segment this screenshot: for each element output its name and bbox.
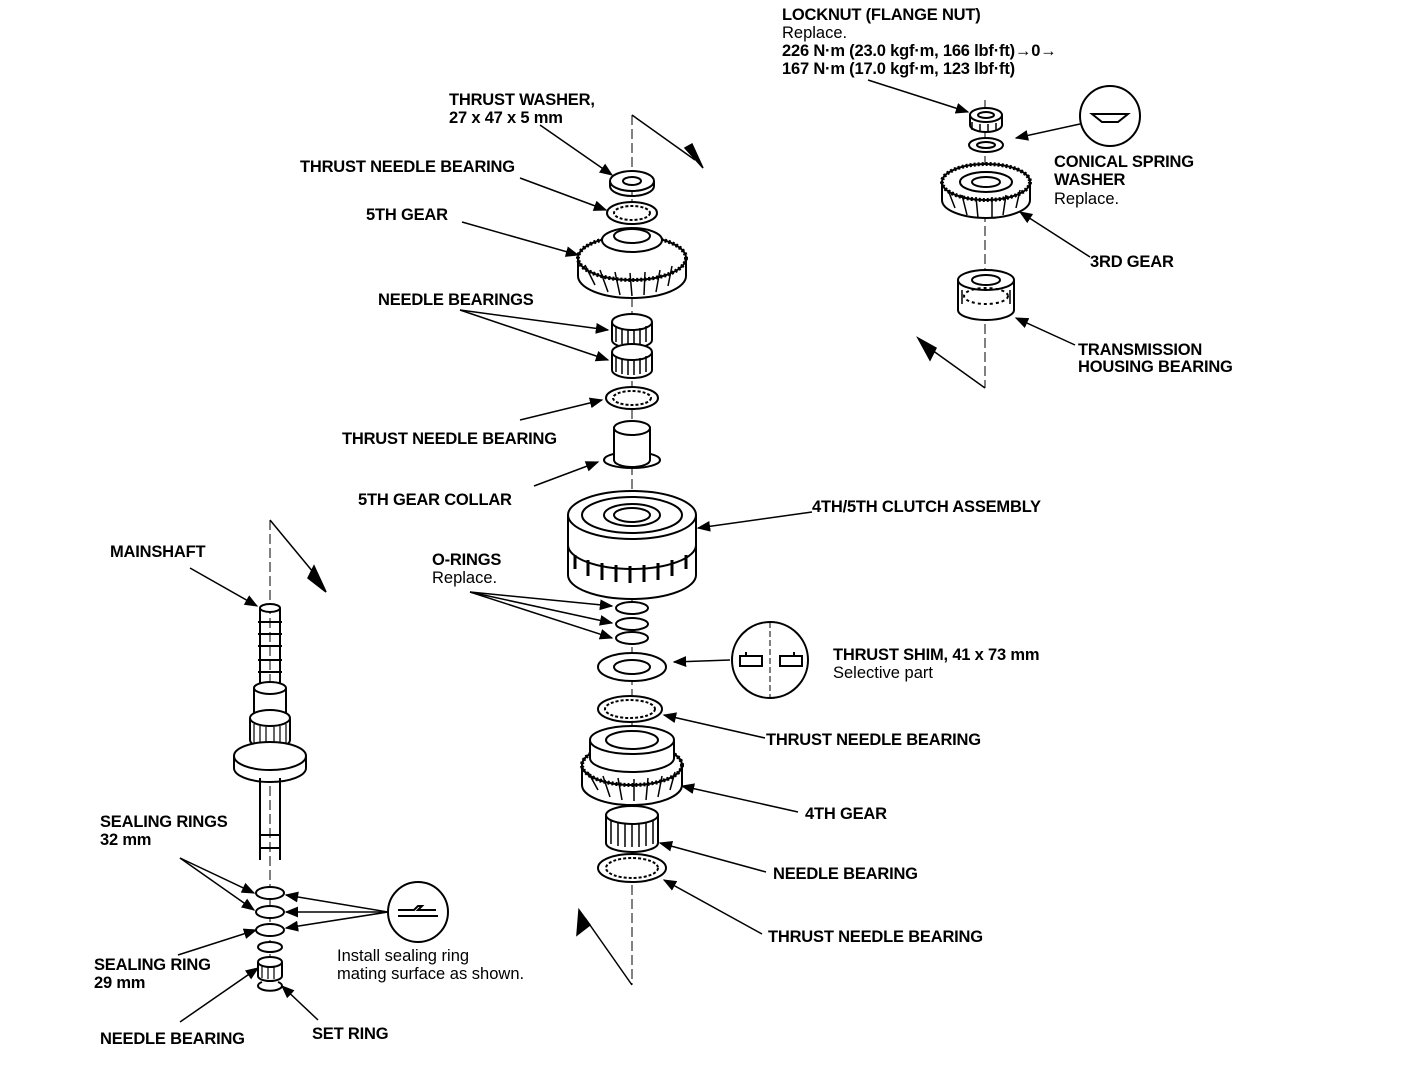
install-note-line-2: mating surface as shown. bbox=[337, 965, 525, 983]
clutch-assembly-part bbox=[567, 490, 697, 600]
fourth-gear-part bbox=[580, 725, 684, 806]
needle-bearings-part bbox=[611, 313, 653, 379]
locknut-note: Replace. bbox=[782, 24, 848, 42]
sealing-rings-label: SEALING RINGS bbox=[100, 813, 228, 831]
sealing-rings-size: 32 mm bbox=[100, 831, 152, 849]
mainshaft-label: MAINSHAFT bbox=[110, 543, 206, 561]
thrust-shim-part bbox=[597, 652, 667, 682]
thrust-needle-bearing-top-part bbox=[606, 201, 658, 225]
o-rings-label: O-RINGS bbox=[432, 551, 502, 569]
conical-spring-washer-label-1: CONICAL SPRING bbox=[1054, 153, 1194, 171]
thrust-washer-label: THRUST WASHER, bbox=[449, 91, 595, 109]
needle-bearing-left-label: NEEDLE BEARING bbox=[100, 1030, 245, 1048]
conical-spring-washer-part bbox=[968, 137, 1004, 153]
thrust-needle-bearing-mid-label: THRUST NEEDLE BEARING bbox=[342, 430, 557, 448]
locknut-torque-2: 167 N·m (17.0 kgf·m, 123 lbf·ft) bbox=[782, 60, 1015, 78]
thrust-needle-bearing-mid-part bbox=[605, 386, 659, 410]
third-gear-label: 3RD GEAR bbox=[1090, 253, 1174, 271]
needle-bearing-right-part bbox=[605, 805, 659, 853]
locknut-label: LOCKNUT (FLANGE NUT) bbox=[782, 6, 981, 24]
thrust-shim-label: THRUST SHIM, 41 x 73 mm bbox=[833, 646, 1040, 664]
locknut-part bbox=[969, 107, 1003, 133]
thrust-needle-bearing-lower-label: THRUST NEEDLE BEARING bbox=[766, 731, 981, 749]
fifth-gear-collar-part bbox=[603, 420, 661, 469]
needle-bearing-right-label: NEEDLE BEARING bbox=[773, 865, 918, 883]
install-note-line-1: Install sealing ring bbox=[337, 947, 470, 965]
center-direction-arrows bbox=[576, 114, 704, 986]
third-gear-part bbox=[940, 162, 1032, 219]
set-ring-label: SET RING bbox=[312, 1025, 389, 1043]
thrust-shim-inset bbox=[731, 621, 809, 699]
conical-spring-washer-label-2: WASHER bbox=[1054, 171, 1126, 189]
leader-arrows bbox=[177, 79, 1091, 1023]
center-assembly bbox=[567, 115, 697, 985]
thrust-needle-bearing-top-label: THRUST NEEDLE BEARING bbox=[300, 158, 515, 176]
transmission-housing-bearing-part bbox=[957, 269, 1015, 321]
fourth-gear-label: 4TH GEAR bbox=[805, 805, 887, 823]
thrust-needle-bearing-bottom-part bbox=[597, 853, 667, 883]
o-rings-part bbox=[615, 601, 649, 645]
transmission-housing-bearing-label-2: HOUSING BEARING bbox=[1078, 358, 1233, 376]
thrust-washer-part bbox=[609, 170, 655, 197]
mainshaft-part bbox=[233, 520, 307, 992]
sealing-ring-size: 29 mm bbox=[94, 974, 146, 992]
thrust-needle-bearing-bottom-label: THRUST NEEDLE BEARING bbox=[768, 928, 983, 946]
upper-right-assembly bbox=[940, 85, 1141, 388]
fifth-gear-label: 5TH GEAR bbox=[366, 206, 448, 224]
fifth-gear-collar-label: 5TH GEAR COLLAR bbox=[358, 491, 512, 509]
thrust-needle-bearing-lower-part bbox=[597, 695, 663, 723]
sealing-ring-label: SEALING RING bbox=[94, 956, 211, 974]
thrust-washer-size: 27 x 47 x 5 mm bbox=[449, 109, 563, 127]
transmission-housing-bearing-label-1: TRANSMISSION bbox=[1078, 341, 1203, 359]
needle-bearings-label: NEEDLE BEARINGS bbox=[378, 291, 534, 309]
o-rings-note: Replace. bbox=[432, 569, 498, 587]
conical-spring-washer-note: Replace. bbox=[1054, 190, 1120, 208]
mainshaft-direction-arrow bbox=[269, 519, 327, 593]
fifth-gear-part bbox=[576, 227, 688, 299]
locknut-torque-1: 226 N·m (23.0 kgf·m, 166 lbf·ft)→0→ bbox=[782, 42, 1057, 60]
upper-right-direction-arrow bbox=[916, 336, 986, 389]
thrust-shim-note: Selective part bbox=[833, 664, 933, 682]
sealing-ring-inset bbox=[387, 881, 449, 943]
clutch-assembly-label: 4TH/5TH CLUTCH ASSEMBLY bbox=[812, 498, 1041, 516]
conical-washer-inset bbox=[1079, 85, 1141, 147]
